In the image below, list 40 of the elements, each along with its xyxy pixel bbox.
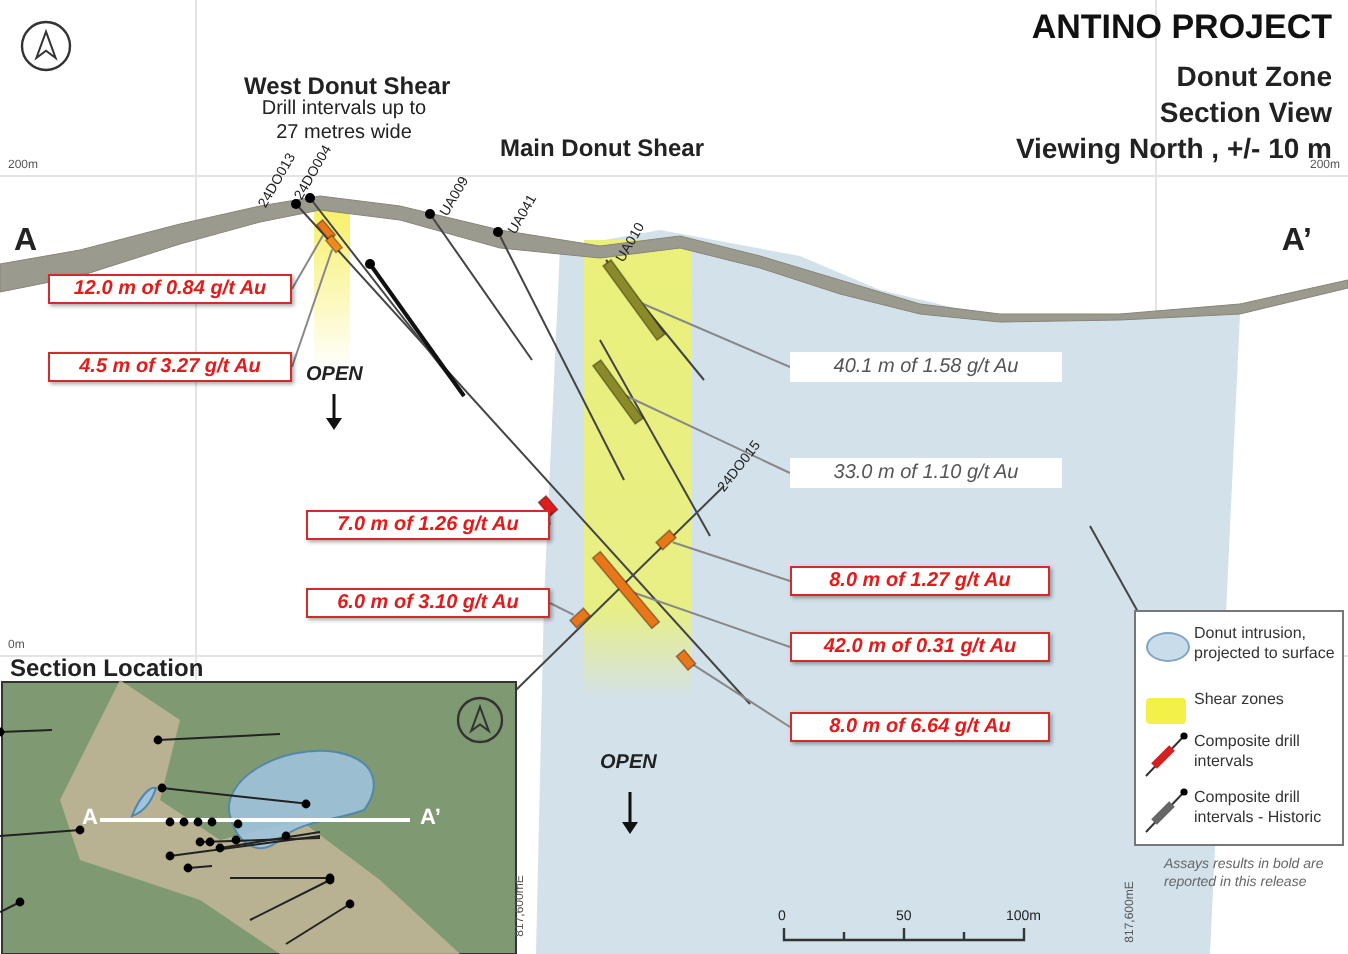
- leader-line: [690, 662, 791, 728]
- section-end-label: A: [14, 224, 38, 260]
- note: Drill intervals up to 27 metres wide: [259, 98, 429, 145]
- assay-callout: 12.0 m of 0.84 g/t Au: [48, 274, 292, 304]
- open-label: OPEN: [600, 752, 657, 774]
- drill-interval-mark: [324, 234, 344, 254]
- drill-interval-mark: [601, 258, 667, 342]
- drill-interval-mark: [537, 494, 559, 518]
- zone-heading: Main Donut Shear: [500, 134, 705, 162]
- legend-label: Composite drill intervals - Historic: [1194, 788, 1324, 828]
- title: ANTINO PROJECT: [1031, 8, 1332, 48]
- drill-interval-mark: [654, 529, 678, 551]
- assay-callout: 6.0 m of 3.10 g/t Au: [306, 588, 550, 618]
- assay-callout: 7.0 m of 1.26 g/t Au: [306, 510, 550, 540]
- subtitle: Section View: [1159, 96, 1332, 128]
- leader-line: [549, 602, 575, 616]
- leader-line: [291, 248, 334, 368]
- assay-callout: 8.0 m of 6.64 g/t Au: [790, 712, 1050, 742]
- drill-interval-mark: [591, 358, 645, 426]
- open-label: OPEN: [306, 364, 363, 386]
- legend-label: Composite drill intervals: [1194, 732, 1302, 772]
- drill-interval-mark: [568, 607, 592, 629]
- section-end-label: A’: [1281, 224, 1312, 260]
- assay-callout: 40.1 m of 1.58 g/t Au: [790, 352, 1062, 382]
- drill-interval-mark: [591, 550, 661, 630]
- drill-interval-mark: [675, 648, 697, 672]
- leader-line: [291, 234, 324, 290]
- assay-callout: 8.0 m of 1.27 g/t Au: [790, 566, 1050, 596]
- leader-line: [623, 394, 791, 474]
- leader-line: [671, 541, 791, 582]
- leader-line: [639, 301, 791, 368]
- assay-callout: 33.0 m of 1.10 g/t Au: [790, 458, 1062, 488]
- section-end-label: A: [82, 806, 98, 830]
- assay-callout: 4.5 m of 3.27 g/t Au: [48, 352, 292, 382]
- inset-heading: Section Location: [10, 654, 204, 682]
- section-end-label: A’: [420, 806, 441, 830]
- legend-label: Donut intrusion, projected to surface: [1194, 624, 1337, 664]
- assay-callout: 42.0 m of 0.31 g/t Au: [790, 632, 1050, 662]
- subtitle: Donut Zone: [1176, 60, 1332, 92]
- legend-label: Shear zones: [1194, 690, 1286, 710]
